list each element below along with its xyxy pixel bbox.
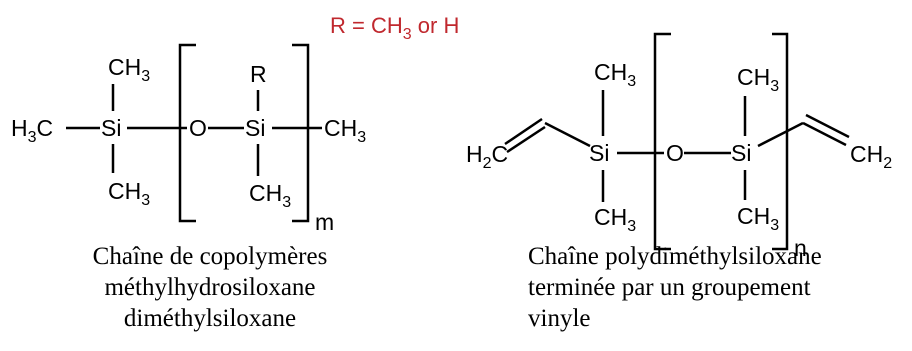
si2-label: Si: [245, 115, 265, 141]
left-bracket-n: [653, 32, 671, 251]
repeat-index-n: n: [794, 235, 807, 261]
h2c-label: H2C: [466, 141, 508, 172]
ch3-right-label: CH3: [324, 115, 366, 146]
copolymer-structure: CH3 H3C Si CH3 O R Si CH3 CH3 m: [11, 43, 366, 235]
repeat-index-m: m: [315, 209, 334, 235]
caption-line: terminée par un groupement: [528, 274, 811, 301]
ch3-bottom-label: CH3: [108, 178, 150, 209]
caption-line: diméthylsiloxane: [123, 305, 297, 332]
si1-label: Si: [101, 115, 121, 141]
ch3-bottom1-label: CH3: [594, 204, 636, 235]
ch3-inner-bottom-label: CH3: [249, 180, 291, 211]
caption-line: Chaîne polydiméthylsiloxane: [528, 243, 822, 270]
right-bracket-n: [772, 32, 789, 251]
caption-line: vinyle: [528, 305, 591, 332]
bond-vinyl-left-2: [504, 117, 543, 146]
caption-line: Chaîne de copolymères: [92, 243, 328, 270]
bond-vinyl-left-1: [506, 125, 546, 154]
ch3-top1-label: CH3: [594, 59, 636, 90]
ch3-bottom2-label: CH3: [737, 203, 779, 234]
bond-vinyl-right-1: [802, 121, 847, 147]
si2-right-label: Si: [731, 140, 751, 166]
ch3-top2-label: CH3: [737, 64, 779, 95]
right-bracket: [292, 43, 310, 223]
left-bracket: [178, 43, 196, 223]
bond-si2-vinyl: [757, 121, 804, 148]
si1-right-label: Si: [589, 140, 609, 166]
copolymer-caption: Chaîne de copolymères méthylhydrosiloxan…: [20, 241, 400, 334]
caption-line: méthylhydrosiloxane: [104, 274, 316, 301]
vinyl-pdms-structure: H2C CH3 Si CH3 O CH3 Si CH3 CH2 n: [466, 32, 892, 261]
pdms-caption: Chaîne polydiméthylsiloxane terminée par…: [528, 241, 912, 334]
bond-vinyl-right-2: [805, 113, 850, 139]
oxygen-label: O: [189, 115, 207, 141]
h3c-label: H3C: [11, 115, 53, 146]
ch3-top-label: CH3: [108, 54, 150, 85]
ch2-label: CH2: [850, 141, 892, 172]
oxygen-right-label: O: [666, 140, 684, 166]
bond-vinyl-left-si: [544, 121, 591, 148]
r-label: R: [250, 61, 267, 87]
r-definition-note: R = CH3 or H: [330, 13, 459, 43]
